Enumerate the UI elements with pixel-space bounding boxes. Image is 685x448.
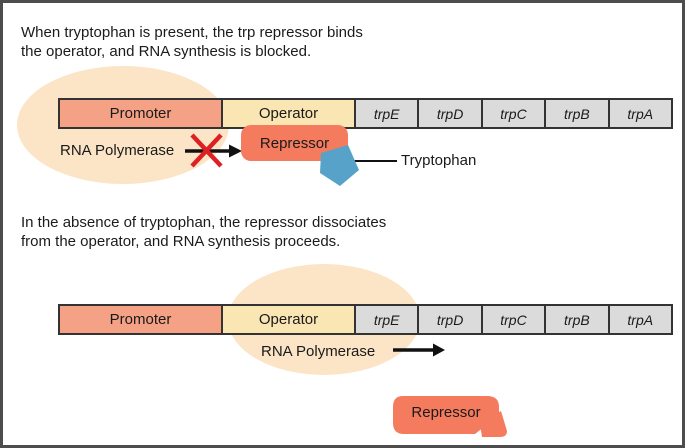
- operon-bar-top: Promoter Operator trpE trpD trpC trpB tr…: [58, 98, 673, 129]
- caption-line: the operator, and RNA synthesis is block…: [21, 43, 312, 60]
- gene-segment-trpE: trpE: [354, 98, 420, 129]
- promoter-segment: Promoter: [58, 98, 223, 129]
- gene-segment-trpC: trpC: [480, 304, 547, 335]
- tryptophan-pointer-line: [351, 160, 397, 162]
- gene-label: trpB: [564, 105, 590, 122]
- promoter-label: Promoter: [109, 105, 172, 122]
- gene-label: trpC: [500, 105, 527, 122]
- gene-label: trpA: [627, 105, 654, 122]
- repressor-bound-shape: Repressor: [241, 125, 348, 161]
- gene-segment-trpD: trpD: [417, 98, 483, 129]
- caption-tryptophan-present: When tryptophan is present, the trp repr…: [21, 23, 363, 61]
- gene-label: trpD: [436, 311, 464, 328]
- caption-line: In the absence of tryptophan, the repres…: [21, 214, 387, 231]
- tryptophan-label: Tryptophan: [401, 152, 477, 169]
- gene-label: trpE: [373, 311, 400, 328]
- gene-label: trpA: [627, 311, 654, 328]
- red-x-blocked-icon: [190, 133, 223, 168]
- caption-line: When tryptophan is present, the trp repr…: [21, 24, 363, 41]
- repressor-label: Repressor: [259, 134, 330, 152]
- repressor-dissociated-shape: [393, 396, 507, 437]
- caption-tryptophan-absent: In the absence of tryptophan, the repres…: [21, 213, 386, 251]
- gene-label: trpB: [564, 311, 590, 328]
- gene-segment-trpD: trpD: [417, 304, 483, 335]
- operator-segment: Operator: [221, 304, 356, 335]
- operon-bar-bottom: Promoter Operator trpE trpD trpC trpB tr…: [58, 304, 673, 335]
- operator-label: Operator: [258, 311, 319, 328]
- rna-synthesis-arrow-icon: [393, 343, 445, 357]
- caption-line: from the operator, and RNA synthesis pro…: [21, 233, 341, 250]
- gene-segment-trpC: trpC: [480, 98, 547, 129]
- operator-label: Operator: [258, 105, 319, 122]
- operator-segment: Operator: [221, 98, 356, 129]
- gene-label: trpE: [373, 105, 400, 122]
- gene-segment-trpA: trpA: [607, 98, 673, 129]
- gene-segment-trpB: trpB: [544, 304, 610, 335]
- gene-segment-trpB: trpB: [544, 98, 610, 129]
- promoter-segment: Promoter: [58, 304, 223, 335]
- tryptophan-pentagon-icon: [320, 145, 359, 186]
- gene-segment-trpA: trpA: [607, 304, 673, 335]
- rna-polymerase-label-top: RNA Polymerase: [60, 142, 175, 159]
- gene-segment-trpE: trpE: [354, 304, 420, 335]
- promoter-label: Promoter: [109, 311, 172, 328]
- gene-label: trpC: [500, 311, 527, 328]
- rna-polymerase-label-bottom: RNA Polymerase: [261, 343, 376, 360]
- gene-label: trpD: [436, 105, 464, 122]
- repressor-label-bottom: Repressor: [411, 404, 481, 421]
